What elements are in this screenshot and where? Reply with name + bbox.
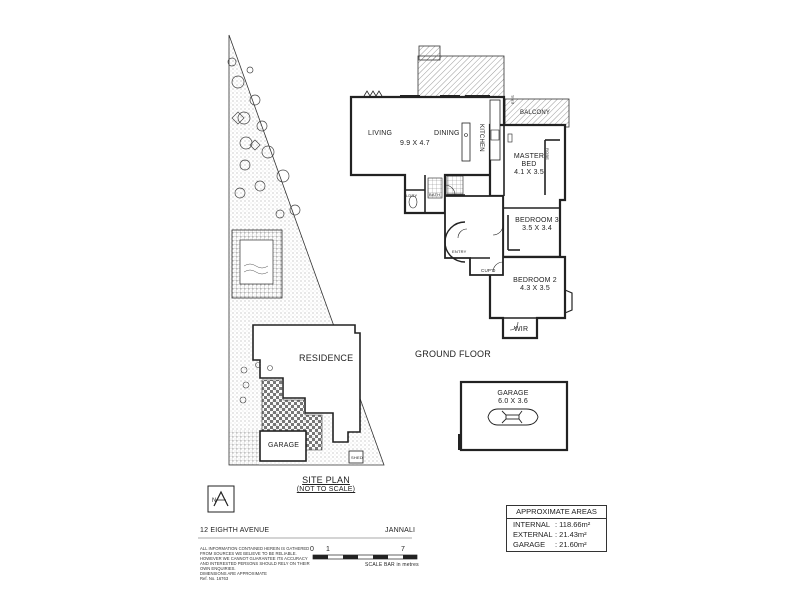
bath-label: BATH bbox=[429, 192, 441, 197]
area-garage: GARAGE : 21.60m² bbox=[513, 540, 587, 549]
dining-label: DINING bbox=[434, 130, 460, 137]
areas-title: APPROXIMATE AREAS bbox=[507, 506, 606, 519]
deck bbox=[417, 55, 505, 101]
garden-trees bbox=[227, 57, 301, 219]
disclaimer: ALL INFORMATION CONTAINED HEREIN IS GATH… bbox=[200, 546, 310, 581]
balcony bbox=[504, 98, 570, 128]
garage-dims: 6.0 X 3.6 bbox=[498, 398, 528, 405]
master-bed-label-1: MASTER bbox=[513, 153, 545, 160]
entry-label: ENTRY bbox=[452, 249, 467, 254]
site-residence-label: RESIDENCE bbox=[299, 353, 354, 363]
robe-label: ROBE bbox=[545, 148, 550, 161]
site-garage-label: GARAGE bbox=[268, 442, 300, 449]
garage-label: GARAGE bbox=[497, 390, 529, 397]
suburb-label: JANNALI bbox=[385, 527, 416, 534]
bedroom3-dims: 3.5 X 3.4 bbox=[522, 225, 552, 232]
bedroom3-label: BEDROOM 3 bbox=[515, 217, 559, 224]
scale-7: 7 bbox=[401, 546, 406, 553]
scale-bar bbox=[312, 554, 418, 560]
site-shed-label: SHED bbox=[351, 455, 363, 460]
pool bbox=[239, 239, 274, 285]
living-dims: 9.9 X 4.7 bbox=[400, 140, 430, 147]
address-label: 12 EIGHTH AVENUE bbox=[200, 527, 270, 534]
wir-label: WIR bbox=[514, 326, 529, 333]
area-internal: INTERNAL : 118.66m² bbox=[513, 520, 591, 529]
area-external: EXTERNAL : 21.43m² bbox=[513, 530, 587, 539]
site-plan-title: SITE PLAN bbox=[302, 475, 350, 485]
living-label: LIVING bbox=[368, 130, 393, 137]
master-bed-label-2: BED bbox=[521, 161, 537, 168]
site-garage bbox=[259, 430, 307, 462]
balcony-label: BALCONY bbox=[520, 110, 551, 116]
scale-1: 1 bbox=[326, 546, 331, 553]
bedroom2-label: BEDROOM 2 bbox=[513, 277, 557, 284]
approximate-areas-box: APPROXIMATE AREAS INTERNAL : 118.66m² EX… bbox=[506, 505, 607, 552]
kitchen-island bbox=[461, 122, 471, 162]
car-icon bbox=[487, 408, 539, 426]
kitchen-label: KITCHEN bbox=[478, 124, 484, 152]
ground-floor-plan bbox=[349, 45, 573, 452]
north-arrow-icon bbox=[207, 485, 235, 513]
scale-0: 0 bbox=[310, 546, 315, 553]
garage-walls bbox=[459, 380, 569, 452]
shed bbox=[348, 450, 364, 464]
hall-walls bbox=[444, 195, 504, 276]
entry-porch bbox=[444, 221, 466, 263]
north-label: N bbox=[212, 498, 217, 504]
bedroom2-dims: 4.3 X 3.5 bbox=[520, 285, 550, 292]
scale-caption: SCALE BAR in metres bbox=[365, 562, 419, 568]
ens-label: ENS bbox=[510, 95, 515, 104]
cupd-label: CUP'D bbox=[481, 268, 496, 273]
site-plan-subtitle: (NOT TO SCALE) bbox=[296, 486, 356, 493]
ldry-label: LDRY bbox=[406, 193, 418, 198]
residence-footprint bbox=[252, 324, 361, 443]
site-plan bbox=[227, 34, 385, 466]
ground-floor-title: GROUND FLOOR bbox=[415, 349, 491, 359]
master-bed-dims: 4.1 X 3.5 bbox=[514, 169, 544, 176]
